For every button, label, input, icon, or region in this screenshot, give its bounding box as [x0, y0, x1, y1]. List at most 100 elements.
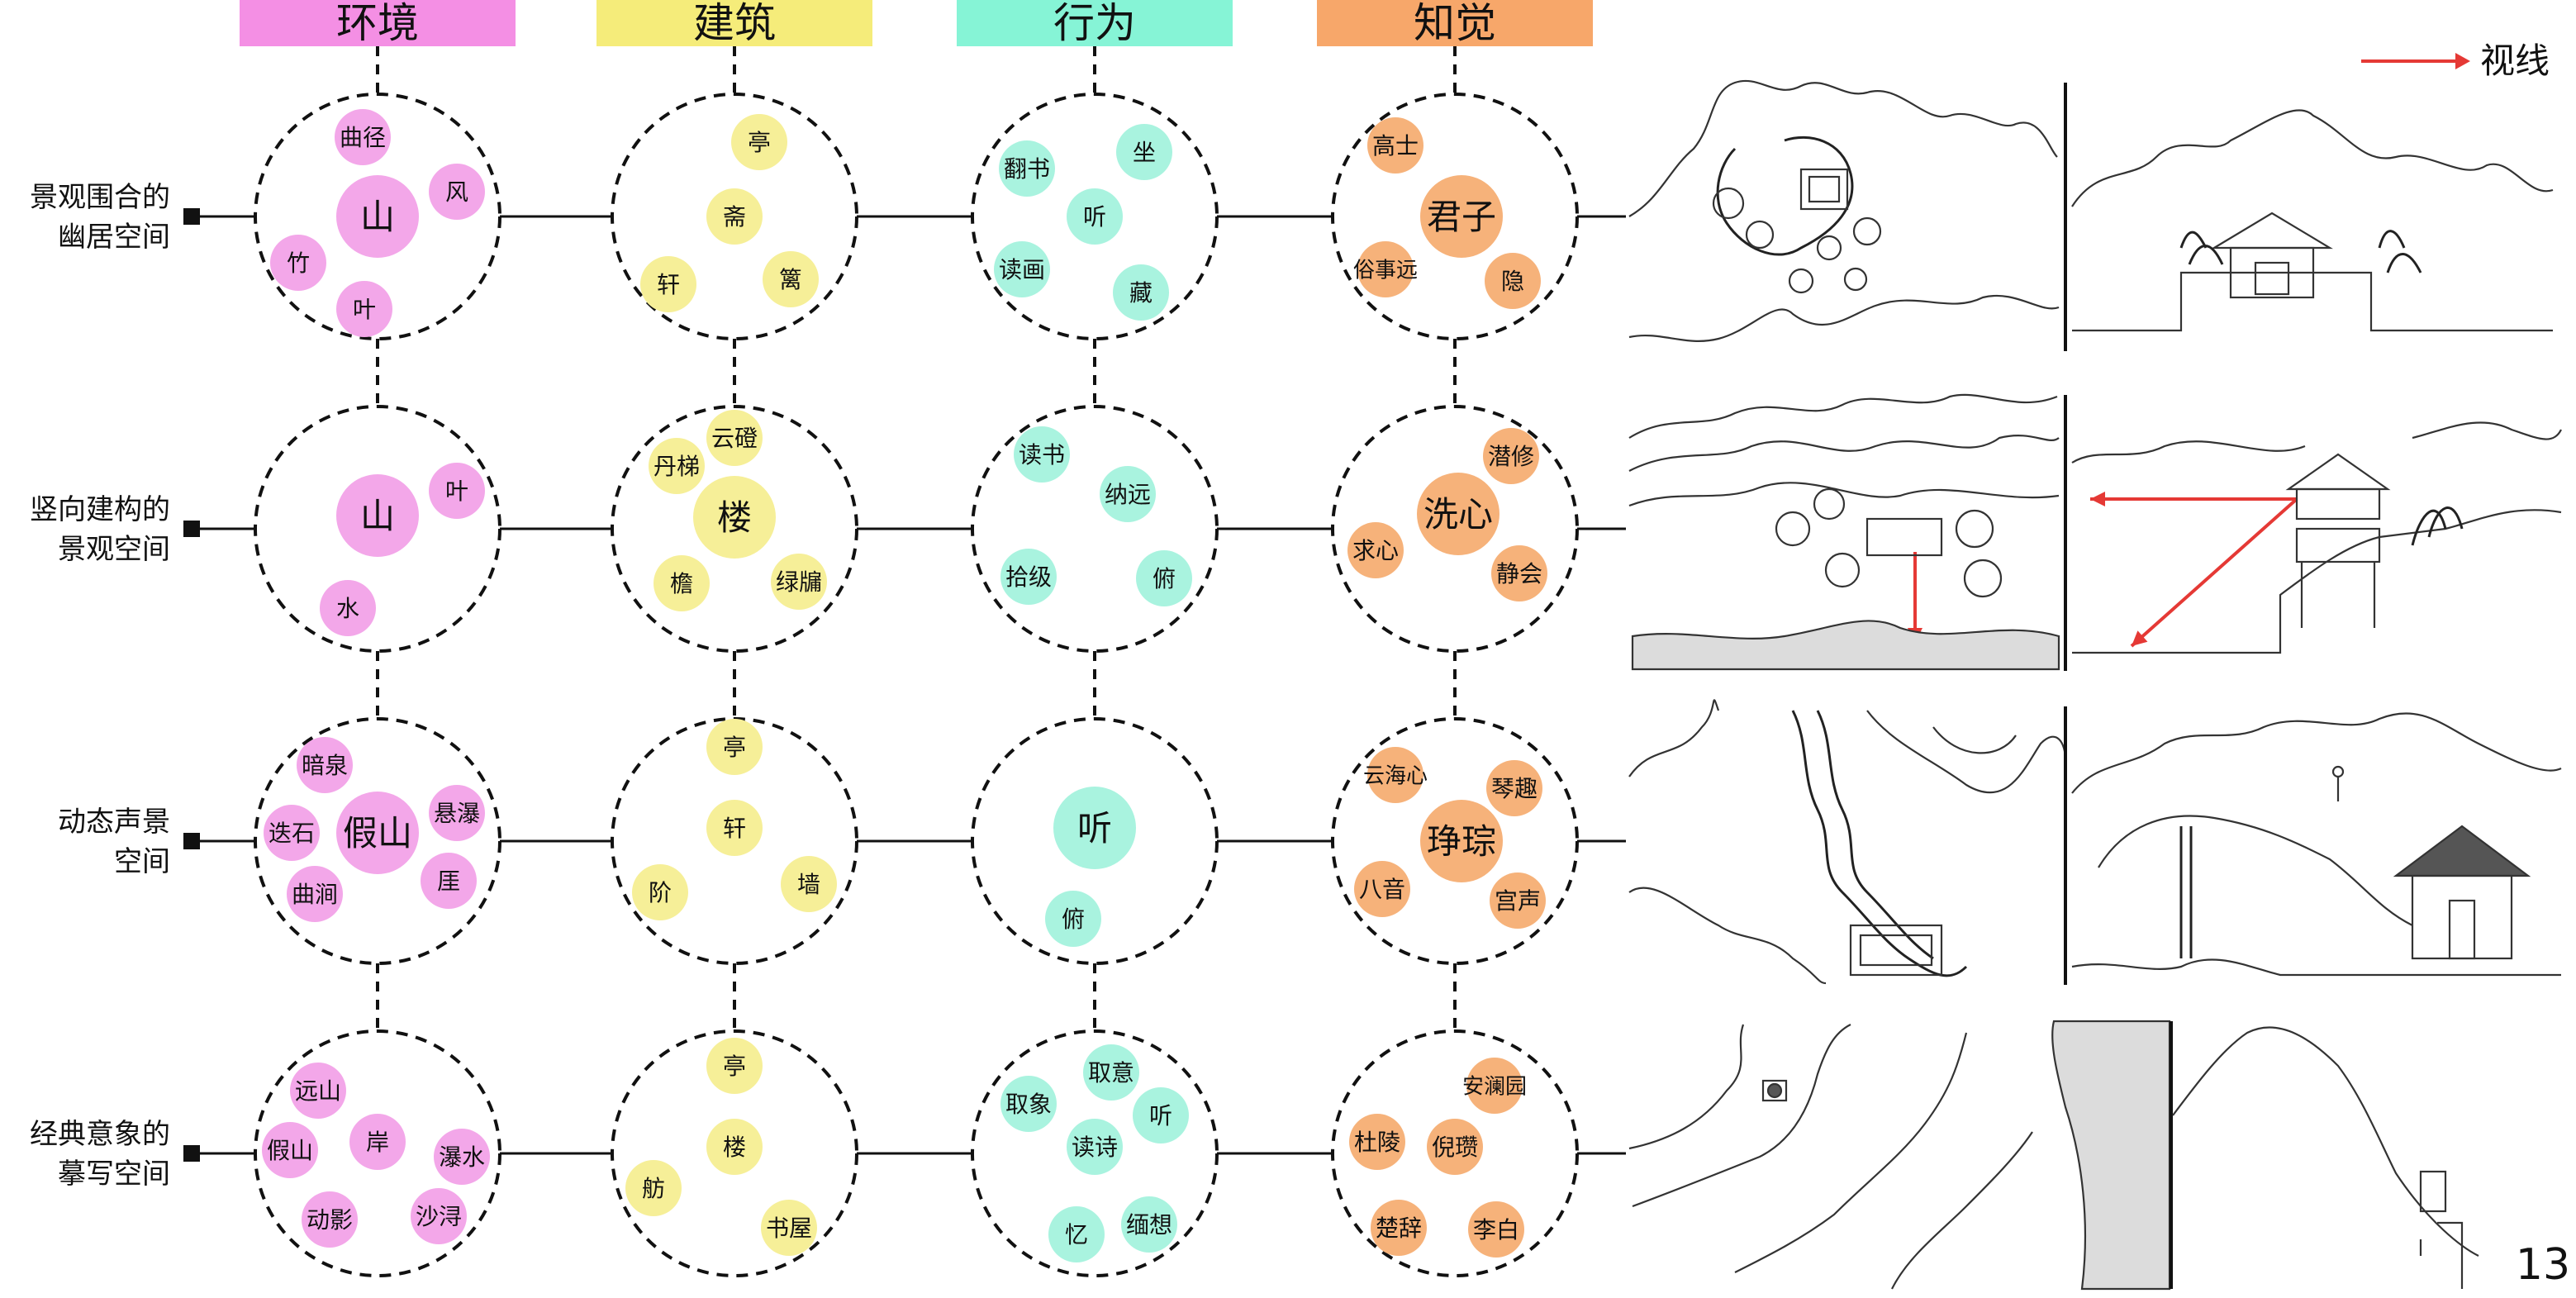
row-label-line: 摹写空间 [58, 1158, 170, 1191]
concept-bubble [761, 1200, 817, 1256]
concept-bubble [429, 164, 485, 220]
concept-bubble [1466, 1058, 1523, 1114]
concept-bubble [290, 1063, 346, 1119]
concept-label: 俗事远 [1353, 258, 1418, 283]
row-marker [183, 833, 200, 849]
concept-bubble [335, 109, 391, 165]
legend-label: 视线 [2480, 40, 2550, 81]
row-label-line: 竖向建构的 [30, 493, 170, 526]
concept-label: 阶 [649, 879, 672, 906]
concept-label: 潜修 [1488, 443, 1534, 470]
group-architecture-row-1: 亭斋轩篱 [611, 93, 858, 340]
concept-label: 亭 [723, 734, 746, 761]
concept-bubble [429, 785, 485, 841]
concept-bubble [262, 1122, 318, 1178]
concept-bubble [1417, 473, 1499, 555]
sight-line-arrow [2130, 497, 2298, 648]
concept-label: 藏 [1129, 279, 1153, 307]
header-bar-environment [240, 0, 516, 46]
concept-label: 动影 [307, 1206, 353, 1234]
concept-label: 坐 [1133, 139, 1156, 166]
matrix-row-1: 景观围合的幽居空间曲径风山竹叶亭斋轩篱翻书坐听读画藏高士君子俗事远隐 [30, 93, 1626, 340]
concept-bubble [649, 438, 705, 494]
concept-label: 云磴 [711, 425, 758, 452]
concept-label: 求心 [1352, 537, 1399, 564]
concept-bubble [654, 555, 710, 611]
concept-label: 亭 [748, 129, 771, 156]
group-perception-row-1: 高士君子俗事远隐 [1331, 93, 1579, 340]
concept-label: 亭 [723, 1053, 746, 1080]
matrix-row-3: 动态声景空间暗泉迭石假山悬瀑曲涧厓亭轩阶墙听俯云海心琴趣琤琮八音宫声 [58, 717, 1626, 965]
sight-line-arrow-head [2132, 630, 2148, 646]
concept-label: 水 [336, 595, 359, 622]
concept-label: 读画 [999, 256, 1045, 283]
concept-label: 听 [1149, 1102, 1172, 1129]
concept-label: 绿牖 [776, 568, 822, 596]
group-environment-row-4: 远山假山岸瀑水动影沙浔 [254, 1029, 501, 1277]
concept-bubble [336, 175, 419, 258]
concept-bubble [1014, 426, 1070, 483]
concept-bubble [287, 866, 343, 922]
concept-bubble [1367, 117, 1423, 174]
concept-label: 静会 [1496, 560, 1542, 587]
concept-label: 竹 [287, 250, 310, 277]
concept-label: 倪瓒 [1432, 1134, 1478, 1161]
concept-bubble [1420, 175, 1503, 258]
row-label-line: 经典意象的 [30, 1118, 170, 1151]
sketch-panel-row-4 [1628, 1020, 2479, 1291]
concept-bubble [421, 853, 477, 909]
concept-label: 楼 [723, 1134, 746, 1161]
group-environment-row-3: 暗泉迭石假山悬瀑曲涧厓 [254, 717, 501, 965]
concept-label: 俯 [1062, 906, 1085, 933]
concept-label: 瀑水 [439, 1143, 485, 1171]
concept-bubble [781, 856, 837, 912]
concept-label: 曲涧 [292, 881, 338, 908]
concept-label: 琤琮 [1427, 821, 1496, 862]
concept-bubble [706, 1038, 763, 1094]
concept-bubble [1354, 861, 1410, 917]
concept-label: 读诗 [1072, 1134, 1118, 1161]
sight-line-arrow-head [2090, 492, 2105, 506]
concept-bubble [1045, 891, 1101, 947]
concept-label: 取意 [1088, 1059, 1134, 1086]
group-behavior-row-4: 取意取象听读诗忆缅想 [971, 1029, 1219, 1277]
concept-label: 叶 [353, 296, 376, 323]
matrix-rows: 景观围合的幽居空间曲径风山竹叶亭斋轩篱翻书坐听读画藏高士君子俗事远隐竖向建构的景… [30, 93, 2298, 1277]
concept-label: 岸 [366, 1129, 389, 1156]
concept-bubble [336, 474, 419, 557]
concept-bubble [1371, 1200, 1427, 1256]
dashed-group-circle [971, 405, 1219, 653]
concept-bubble [1490, 872, 1546, 929]
concept-bubble [1048, 1206, 1105, 1262]
concept-label: 八音 [1359, 876, 1405, 903]
concept-bubble [320, 580, 376, 636]
concept-label: 曲径 [340, 124, 386, 151]
group-architecture-row-3: 亭轩阶墙 [611, 717, 858, 965]
concept-label: 丹梯 [654, 453, 700, 480]
concept-bubble [771, 554, 827, 610]
concept-bubble [1067, 1119, 1123, 1175]
header-bar-behavior [957, 0, 1233, 46]
row-marker [183, 208, 200, 225]
concept-bubble [336, 792, 419, 874]
concept-bubble [1136, 550, 1192, 606]
concept-bubble [763, 251, 819, 307]
concept-label: 杜陵 [1354, 1129, 1400, 1156]
concept-bubble [994, 241, 1050, 297]
concept-label: 楼 [717, 497, 752, 538]
concept-label: 翻书 [1004, 155, 1050, 183]
concept-label: 忆 [1065, 1221, 1088, 1248]
concept-label: 风 [445, 178, 468, 206]
sketch-panel-row-2 [1628, 393, 2562, 671]
concept-label: 隐 [1501, 268, 1524, 295]
concept-label: 厓 [437, 868, 460, 895]
concept-label: 俯 [1153, 565, 1176, 592]
concept-label: 假山 [343, 813, 412, 853]
concept-bubble [1367, 747, 1423, 803]
concept-label: 琴趣 [1491, 775, 1538, 802]
concept-bubble [1053, 787, 1136, 869]
concept-label: 缅想 [1126, 1211, 1172, 1239]
